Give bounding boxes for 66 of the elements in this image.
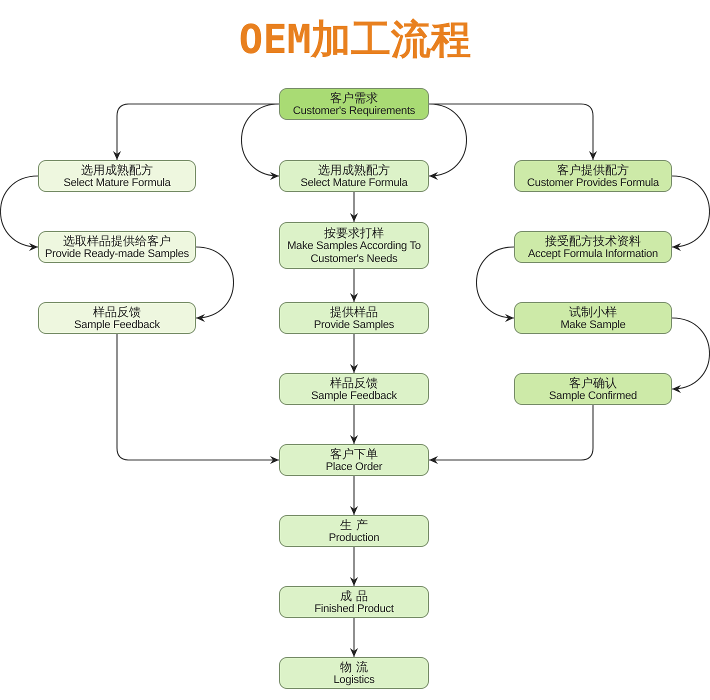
chinese-label: 成 品 (340, 588, 368, 602)
arrow (350, 192, 358, 222)
process-box (514, 302, 672, 334)
process-box (38, 231, 196, 263)
english-label: Accept Formula Information (528, 248, 658, 260)
english-label: Production (328, 532, 380, 544)
chinese-label: 样品反馈 (93, 304, 141, 318)
english-label: Customer's Requirements (292, 104, 416, 118)
process-box (514, 231, 672, 263)
chinese-label: 选取样品提供给客户 (63, 234, 171, 248)
arrow (350, 405, 358, 444)
arrow (429, 405, 594, 464)
english-label: Select Mature Formula (63, 176, 171, 190)
chinese-label: 样品反馈 (330, 376, 378, 390)
english-label: Provide Samples (314, 318, 394, 332)
arrow (672, 175, 710, 250)
chinese-label: 提供样品 (330, 304, 378, 318)
process-box (279, 657, 429, 689)
arrow (476, 246, 514, 321)
chinese-label: 按要求打样 (324, 226, 384, 240)
english-label: Customer Provides Formula (527, 176, 659, 190)
english-label: Logistics (334, 674, 374, 686)
process-box (514, 160, 672, 192)
arrow (0, 175, 38, 250)
arrow (350, 618, 358, 657)
process-box (38, 160, 196, 192)
arrow (428, 103, 468, 179)
process-box (38, 302, 196, 334)
english-label: Finished Product (314, 602, 394, 616)
chinese-label: 试制小样 (569, 304, 617, 318)
process-box (279, 222, 429, 269)
english-label: Make Sample (560, 318, 626, 332)
arrow (350, 547, 358, 586)
chinese-label: 接受配方技术资料 (545, 234, 641, 248)
process-box (279, 373, 429, 405)
chinese-label: 物 流 (340, 660, 368, 674)
process-box (279, 515, 429, 547)
process-box (514, 373, 672, 405)
arrow (350, 269, 358, 302)
diagram-title: OEM加工流程 (238, 16, 472, 65)
arrow (240, 103, 280, 179)
english-label: Select Mature Formula (300, 176, 408, 190)
process-box (279, 160, 429, 192)
chinese-label: 选用成熟配方 (318, 162, 390, 176)
chinese-label: 选用成熟配方 (81, 162, 153, 176)
arrow (350, 476, 358, 515)
english-label: Sample Feedback (311, 390, 397, 402)
arrow (429, 103, 597, 160)
chinese-label: 客户需求 (330, 90, 378, 104)
english-label: Sample Feedback (74, 318, 160, 332)
chinese-label: 生 产 (340, 518, 368, 532)
english-label: Sample Confirmed (549, 390, 637, 402)
arrow (196, 246, 234, 321)
english-label: Make Samples According To Customer's Needs (286, 240, 422, 266)
process-box (279, 302, 429, 334)
chinese-label: 客户提供配方 (557, 162, 629, 176)
arrow (116, 334, 279, 464)
chinese-label: 客户下单 (330, 446, 378, 460)
arrow (672, 317, 710, 392)
english-label: Place Order (326, 460, 382, 474)
chinese-label: 客户确认 (569, 376, 617, 390)
process-box (279, 88, 429, 120)
process-box (279, 586, 429, 618)
process-box (279, 444, 429, 476)
arrow (350, 334, 358, 373)
english-label: Provide Ready-made Samples (45, 248, 189, 260)
